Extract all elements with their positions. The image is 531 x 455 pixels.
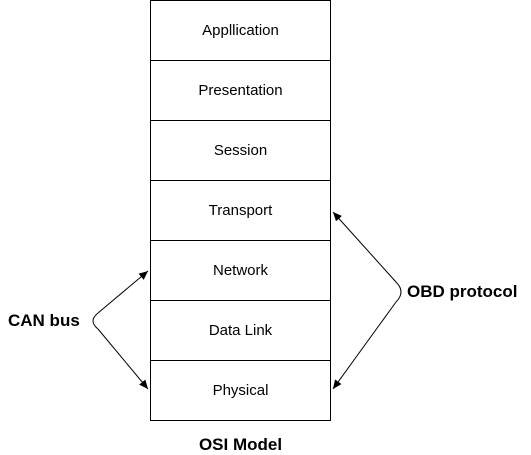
osi-layer-appllication: Appllication (150, 0, 331, 61)
osi-layer-session: Session (150, 120, 331, 181)
osi-layer-physical: Physical (150, 360, 331, 421)
can-bus-arrow-to-network (97, 270, 149, 314)
obd-bracket-tip (395, 281, 402, 303)
diagram-caption: OSI Model (198, 435, 283, 454)
osi-layer-presentation: Presentation (150, 60, 331, 121)
obd-arrow-to-physical (332, 301, 397, 390)
osi-layer-label: Network (212, 262, 268, 279)
obd-arrow-to-transport (332, 211, 397, 283)
osi-layer-label: Appllication (202, 22, 279, 39)
osi-layer-label: Data Link (208, 322, 273, 339)
osi-layer-network: Network (150, 240, 331, 301)
osi-layer-label: Physical (212, 382, 269, 399)
osi-layer-data-link: Data Link (150, 300, 331, 361)
osi-layer-label: Transport (208, 202, 273, 219)
osi-layer-transport: Transport (150, 180, 331, 241)
osi-layer-label: Presentation (198, 82, 283, 99)
osi-layer-label: Session (213, 142, 268, 159)
can-bus-bracket-tip (92, 312, 99, 330)
can-bus-arrow-to-physical (97, 328, 149, 390)
obd-protocol-label: OBD protocol (407, 282, 518, 301)
can-bus-label: CAN bus (8, 311, 80, 330)
